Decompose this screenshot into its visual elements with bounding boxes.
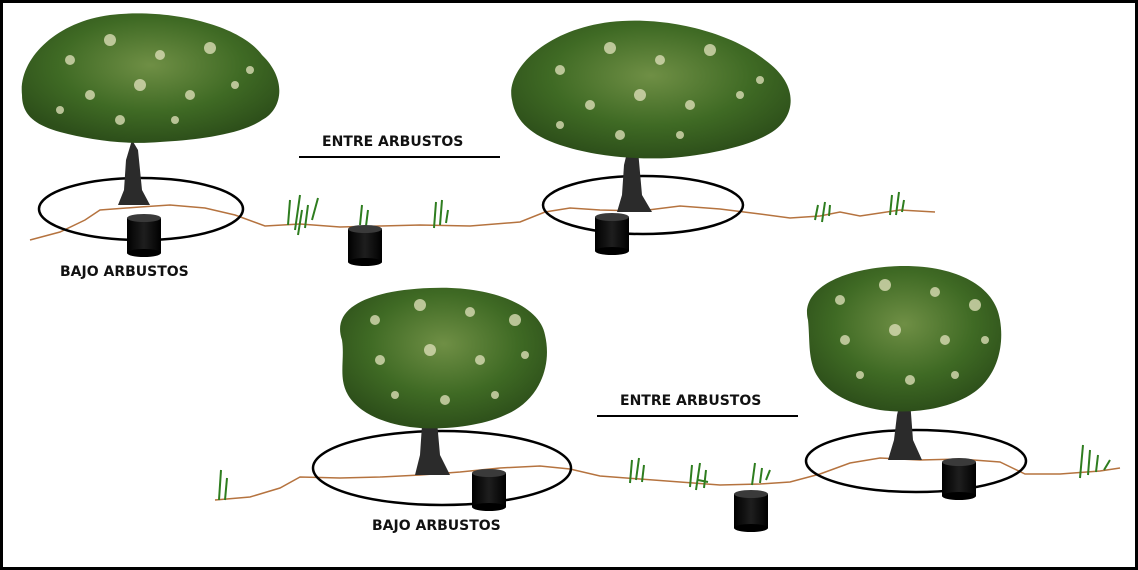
grass-tuft-icon	[433, 199, 449, 229]
label-between-shrubs-top: ENTRE ARBUSTOS	[322, 134, 464, 150]
under-shrub-ellipse-bottom-left	[311, 429, 573, 507]
grass-tuft-icon	[1079, 444, 1111, 479]
tree-icon	[511, 20, 791, 212]
tree-icon	[21, 13, 280, 205]
label-between-shrubs-bottom: ENTRE ARBUSTOS	[620, 393, 762, 409]
grass-tuft-icon	[814, 201, 831, 223]
cylinder-icon	[595, 213, 629, 255]
label-under-shrubs-top: BAJO ARBUSTOS	[60, 264, 189, 280]
label-underline-bottom	[597, 415, 798, 417]
grass-tuft-icon	[751, 462, 771, 486]
grass-tuft-icon	[218, 469, 228, 501]
tree-icon	[340, 287, 547, 475]
grass-tuft-icon	[359, 204, 369, 227]
grass-tuft-icon	[889, 191, 905, 216]
tree-icon	[806, 265, 1002, 460]
cylinder-icon	[472, 469, 506, 511]
cylinder-icon	[734, 490, 768, 532]
under-shrub-ellipse-bottom-right	[804, 428, 1028, 494]
ground-profile-bottom	[214, 457, 1121, 501]
cylinder-icon	[942, 458, 976, 500]
cylinder-icon	[127, 214, 161, 257]
grass-tuft-icon	[689, 462, 709, 491]
label-under-shrubs-bottom: BAJO ARBUSTOS	[372, 518, 501, 534]
label-underline-top	[299, 156, 500, 158]
cylinder-icon	[348, 225, 382, 266]
under-shrub-ellipse-top-right	[541, 174, 745, 236]
ground-profile-top	[29, 204, 936, 241]
grass-tuft-icon	[287, 194, 319, 236]
grass-tuft-icon	[629, 457, 645, 484]
